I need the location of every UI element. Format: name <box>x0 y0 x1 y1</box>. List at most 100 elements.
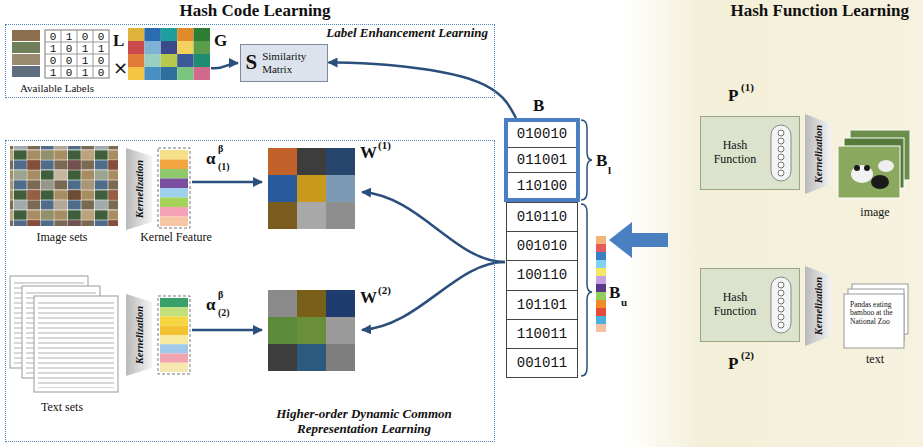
kernelization-label: Kernelization <box>813 277 824 335</box>
matrix-cell-color <box>326 290 355 317</box>
matrix-cell: 1 <box>66 31 73 43</box>
vector-cell <box>596 268 606 276</box>
hash-code: 110011 <box>507 320 577 349</box>
w-matrix <box>268 290 355 371</box>
region-title: Higher-order Dynamic Common Representati… <box>246 406 482 437</box>
vector-cell <box>596 292 606 300</box>
thumbnail <box>12 30 40 41</box>
math-index: (1) <box>741 81 754 93</box>
math-symbol: L <box>113 31 124 51</box>
feature-cell <box>160 188 188 198</box>
feature-cell <box>160 326 188 335</box>
matrix-cell-color <box>268 175 297 202</box>
matrix-cell-color <box>177 67 193 80</box>
network-unit <box>778 154 784 160</box>
g-matrix <box>128 28 210 80</box>
vector-cell <box>596 260 606 268</box>
network-unit <box>778 282 784 288</box>
feature-cell <box>160 298 188 307</box>
math-symbol: B <box>533 96 544 116</box>
kernelization-label: Kernelization <box>813 125 824 183</box>
feature-outline <box>158 148 190 228</box>
math-index: β <box>218 289 223 300</box>
matrix-cell: 0 <box>82 31 89 43</box>
vector-cell <box>596 316 606 324</box>
matrix-cell: 1 <box>82 67 89 79</box>
matrix-cell-color <box>326 175 355 202</box>
math-symbol: P <box>728 354 738 374</box>
matrix-caption: Similarity Matrix <box>262 50 320 74</box>
hash-function-box: Hash Function <box>700 116 800 190</box>
matrix-cell: 0 <box>98 31 105 43</box>
feature-cell <box>160 160 188 170</box>
caption: Image sets <box>37 230 88 245</box>
matrix-cell: 1 <box>98 43 105 55</box>
vector-cell <box>596 324 606 332</box>
matrix-cell-color <box>161 41 177 54</box>
box-label: Hash Function <box>704 139 766 167</box>
matrix-cell: 1 <box>50 67 57 79</box>
math-index: u <box>621 296 627 308</box>
brace <box>581 204 592 376</box>
code-vector <box>596 236 606 332</box>
matrix-cell: 1 <box>82 55 89 67</box>
caption: Available Labels <box>20 82 94 94</box>
feature-cell <box>160 363 188 372</box>
caption: image <box>860 205 889 220</box>
hash-code: 011001 <box>508 148 576 174</box>
block-arrow <box>609 222 668 258</box>
hash-code: 100110 <box>507 261 577 290</box>
arrow <box>192 329 262 332</box>
hash-code: 010110 <box>507 203 577 232</box>
document-text: Pandas eating bamboo at the National Zoo <box>850 301 902 326</box>
vector-cell <box>596 300 606 308</box>
matrix-cell: 0 <box>50 31 57 43</box>
matrix-cell: 1 <box>50 43 57 55</box>
hash-code: 001011 <box>507 349 577 377</box>
matrix-cell-color <box>161 67 177 80</box>
hash-code: 010010 <box>508 122 576 148</box>
feature-cell <box>160 344 188 353</box>
network-unit <box>778 130 784 136</box>
thumbnail <box>12 42 40 53</box>
matrix-cell: 0 <box>98 67 105 79</box>
caption: Kernel Feature <box>140 230 212 245</box>
math-index: (1) <box>218 161 230 172</box>
matrix-cell-color <box>128 41 144 54</box>
network-unit <box>778 138 784 144</box>
vector-cell <box>596 236 606 244</box>
feature-cell <box>160 169 188 179</box>
math-index: (2) <box>218 307 230 318</box>
feature-cell <box>160 317 188 326</box>
hash-code: 101101 <box>507 291 577 320</box>
feature-cell <box>160 335 188 344</box>
arrow <box>211 63 238 68</box>
kernelization-wedge <box>126 148 152 230</box>
feature-cell <box>160 150 188 160</box>
math-symbol: α <box>206 149 216 169</box>
math-index: (2) <box>741 349 754 361</box>
feature-outline <box>158 296 190 374</box>
box-label: Hash Function <box>704 291 766 319</box>
image-set <box>10 146 118 226</box>
code-block: 010010011001110100 <box>504 118 580 202</box>
photo <box>838 146 900 198</box>
feature-cell <box>160 207 188 217</box>
matrix-cell-color <box>326 344 355 371</box>
matrix-cell-color <box>268 148 297 175</box>
panda <box>864 165 870 171</box>
matrix-cell-color <box>161 54 177 67</box>
matrix-cell: 1 <box>82 43 89 55</box>
kernelization-label: Kernelization <box>134 306 145 364</box>
arrow <box>192 181 262 184</box>
network-outline <box>771 125 791 181</box>
kernelization-wedge <box>805 266 831 346</box>
matrix-cell: 0 <box>50 55 57 67</box>
w-matrix <box>268 148 355 229</box>
matrix-cell-color <box>128 54 144 67</box>
math-index: (1) <box>378 139 391 151</box>
matrix-symbol: S <box>246 50 258 75</box>
connector <box>329 63 517 119</box>
operator-symbol: × <box>113 57 128 78</box>
